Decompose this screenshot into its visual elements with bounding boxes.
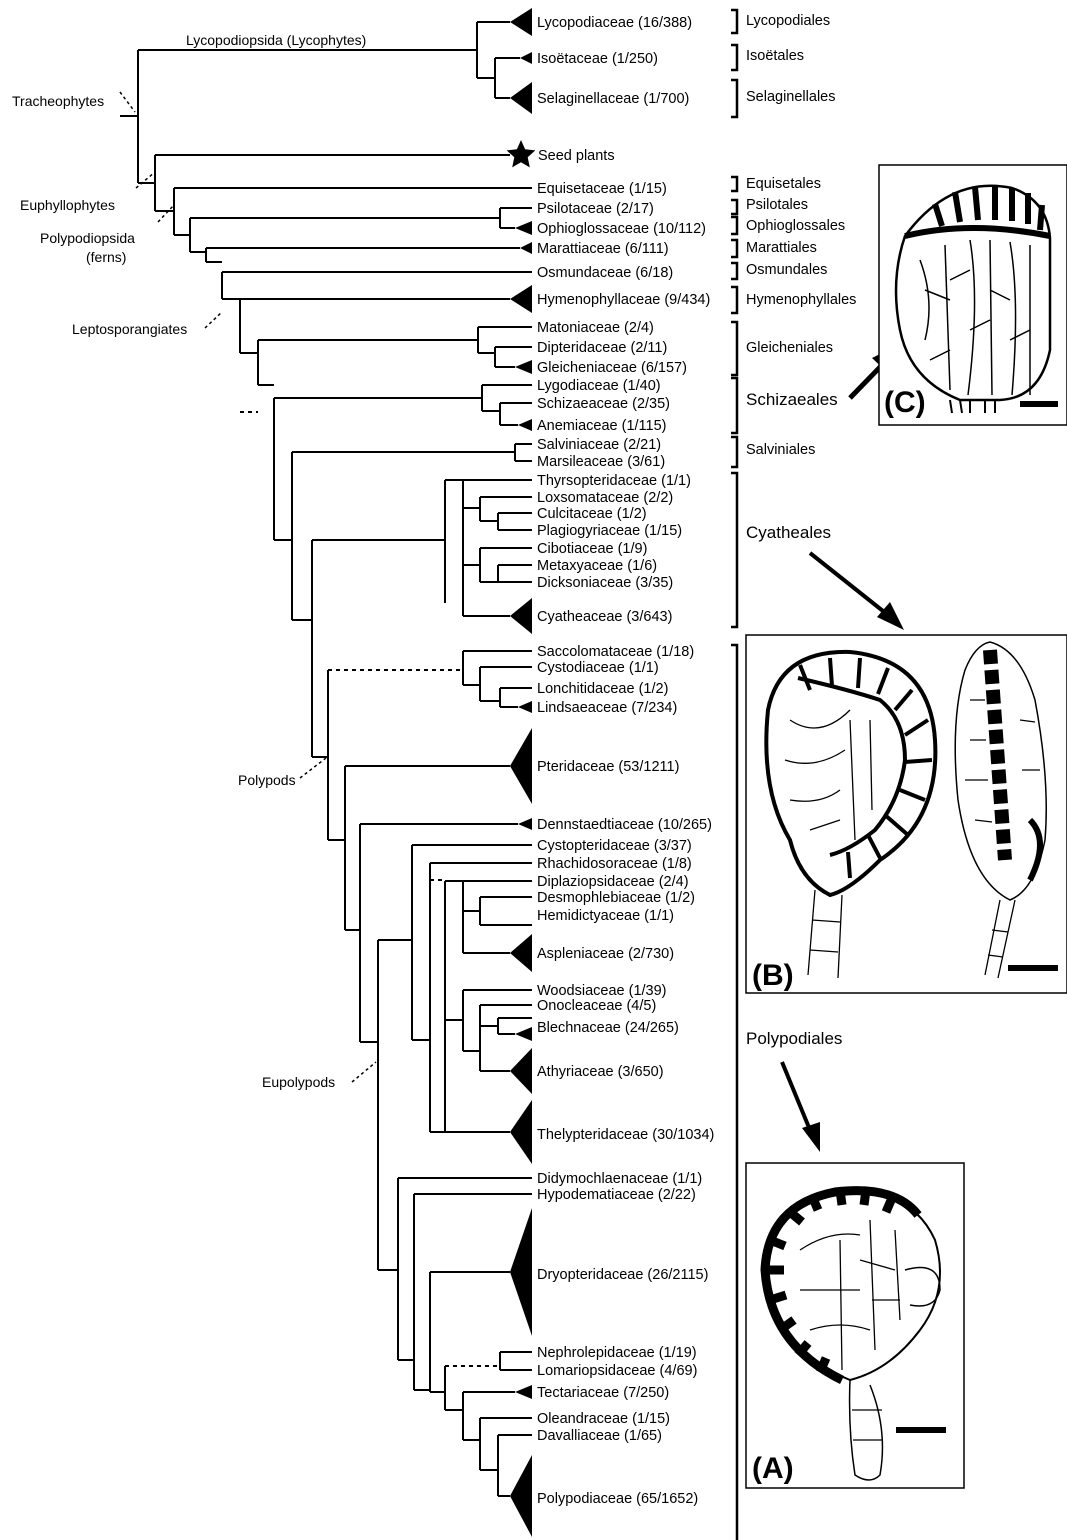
panel-a: (A) — [746, 1163, 964, 1488]
order-label: Equisetales — [746, 176, 821, 192]
taxon-label: Dryopteridaceae (26/2115) — [537, 1267, 708, 1283]
taxon-label: Lycopodiaceae (16/388) — [537, 15, 692, 31]
taxon-label: Cyatheaceae (3/643) — [537, 609, 672, 625]
taxon-label: Didymochlaenaceae (1/1) — [537, 1171, 702, 1187]
taxon-labels: Lycopodiaceae (16/388) Isoëtaceae (1/250… — [537, 15, 714, 1507]
node-label-leptosporangiates: Leptosporangiates — [72, 321, 187, 337]
order-label: Osmundales — [746, 262, 827, 278]
taxon-label: Schizaeaceae (2/35) — [537, 396, 670, 412]
panel-b: (B) — [746, 635, 1067, 993]
order-label: Marattiales — [746, 240, 817, 256]
node-label-polypodiopsida: Polypodiopsida — [40, 230, 135, 246]
order-label: Selaginellales — [746, 89, 835, 105]
taxon-label: Anemiaceae (1/115) — [537, 418, 667, 434]
order-label: Isoëtales — [746, 48, 804, 64]
taxon-label: Rhachidosoraceae (1/8) — [537, 856, 692, 872]
node-label-pointers — [120, 92, 376, 1082]
taxon-label: Woodsiaceae (1/39) — [537, 983, 667, 999]
taxon-label: Polypodiaceae (65/1652) — [537, 1491, 698, 1507]
taxon-label: Equisetaceae (1/15) — [537, 181, 667, 197]
order-label: Ophioglossales — [746, 218, 845, 234]
taxon-label: Marsileaceae (3/61) — [537, 454, 665, 470]
taxon-label: Athyriaceae (3/650) — [537, 1064, 664, 1080]
node-label-lycophytes: Lycopodiopsida (Lycophytes) — [186, 32, 366, 48]
taxon-label: Thyrsopteridaceae (1/1) — [537, 473, 691, 489]
taxon-label: Plagiogyriaceae (1/15) — [537, 523, 682, 539]
taxon-label: Tectariaceae (7/250) — [537, 1385, 669, 1401]
taxon-label: Psilotaceae (2/17) — [537, 201, 654, 217]
order-label: Psilotales — [746, 197, 808, 213]
order-label: Gleicheniales — [746, 340, 833, 356]
node-label-eupolypods: Eupolypods — [262, 1074, 335, 1090]
tree-branches — [120, 22, 532, 1496]
taxon-label: Oleandraceae (1/15) — [537, 1411, 670, 1427]
taxon-label: Cibotiaceae (1/9) — [537, 541, 647, 557]
taxon-label: Blechnaceae (24/265) — [537, 1020, 679, 1036]
order-label: Lycopodiales — [746, 13, 830, 29]
panel-c: (C) — [879, 165, 1067, 425]
taxon-label: Thelypteridaceae (30/1034) — [537, 1127, 714, 1143]
taxon-label: Dipteridaceae (2/11) — [537, 340, 667, 356]
order-label: Schizaeales — [746, 390, 838, 409]
panel-a-label: (A) — [752, 1452, 794, 1485]
order-brackets — [731, 10, 737, 1540]
order-label: Hymenophyllales — [746, 292, 856, 308]
taxon-label: Loxsomataceae (2/2) — [537, 490, 673, 506]
order-label: Polypodiales — [746, 1029, 842, 1048]
taxon-label: Metaxyaceae (1/6) — [537, 558, 657, 574]
taxon-label: Isoëtaceae (1/250) — [537, 51, 658, 67]
taxon-label: Hemidictyaceae (1/1) — [537, 908, 674, 924]
taxon-label: Dennstaedtiaceae (10/265) — [537, 817, 712, 833]
collapsed-clades — [510, 8, 532, 1537]
node-labels: Lycopodiopsida (Lycophytes) Tracheophyte… — [12, 32, 366, 1090]
taxon-label: Lygodiaceae (1/40) — [537, 378, 661, 394]
panel-c-label: (C) — [884, 386, 926, 419]
taxon-label: Onocleaceae (4/5) — [537, 998, 656, 1014]
node-label-polypods: Polypods — [238, 772, 296, 788]
arrow-polypodiales-to-a — [782, 1062, 820, 1152]
taxon-label: Osmundaceae (6/18) — [537, 265, 673, 281]
taxon-label: Lindsaeaceae (7/234) — [537, 700, 677, 716]
taxon-label: Diplaziopsidaceae (2/4) — [537, 874, 689, 890]
taxon-label: Saccolomataceae (1/18) — [537, 644, 694, 660]
uncertain-branches — [240, 412, 500, 1366]
order-label: Cyatheales — [746, 523, 831, 542]
arrow-cyatheales-to-b — [810, 553, 904, 630]
taxon-label: Culcitaceae (1/2) — [537, 506, 647, 522]
taxon-label: Ophioglossaceae (10/112) — [537, 221, 706, 237]
taxon-label: Cystopteridaceae (3/37) — [537, 838, 692, 854]
taxon-label: Nephrolepidaceae (1/19) — [537, 1345, 697, 1361]
order-label: Salviniales — [746, 442, 815, 458]
taxon-label: Selaginellaceae (1/700) — [537, 91, 689, 107]
taxon-label: Lomariopsidaceae (4/69) — [537, 1363, 697, 1379]
taxon-label: Cystodiaceae (1/1) — [537, 660, 659, 676]
taxon-label: Davalliaceae (1/65) — [537, 1428, 662, 1444]
taxon-label: Lonchitidaceae (1/2) — [537, 681, 668, 697]
taxon-label: Salviniaceae (2/21) — [537, 437, 661, 453]
node-label-euphyllophytes: Euphyllophytes — [20, 197, 115, 213]
taxon-label: Marattiaceae (6/111) — [537, 241, 669, 257]
seed-plants-star-icon — [507, 140, 536, 167]
taxon-label: Hypodematiaceae (2/22) — [537, 1187, 696, 1203]
taxon-label: Gleicheniaceae (6/157) — [537, 360, 687, 376]
taxon-label: Dicksoniaceae (3/35) — [537, 575, 673, 591]
node-label-tracheophytes: Tracheophytes — [12, 93, 104, 109]
taxon-label: Desmophlebiaceae (1/2) — [537, 890, 695, 906]
taxon-label: Hymenophyllaceae (9/434) — [537, 292, 710, 308]
taxon-label: Seed plants — [538, 148, 615, 164]
taxon-label: Pteridaceae (53/1211) — [537, 759, 679, 775]
taxon-label: Aspleniaceae (2/730) — [537, 946, 674, 962]
taxon-label: Matoniaceae (2/4) — [537, 320, 654, 336]
node-label-ferns: (ferns) — [86, 249, 126, 265]
panel-b-label: (B) — [752, 959, 794, 992]
